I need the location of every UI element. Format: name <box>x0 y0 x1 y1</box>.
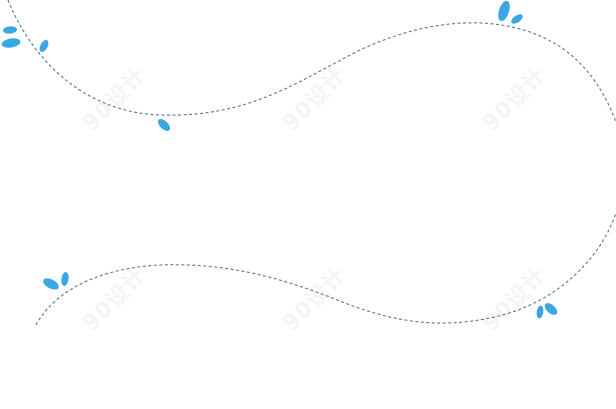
bottom-dashed-curve <box>35 212 616 326</box>
leaf-icon <box>61 272 69 286</box>
leaf-icon <box>157 118 171 132</box>
leaf-icon <box>511 14 523 24</box>
top-dashed-curve <box>7 0 616 123</box>
leaf-icon <box>536 305 544 319</box>
leaf-cluster-top-right <box>498 0 523 24</box>
leaf-cluster-bottom-left <box>43 272 69 290</box>
leaf-single-top <box>157 118 171 132</box>
leaf-icon <box>544 303 558 315</box>
leaf-cluster-top-left <box>1 26 49 52</box>
leaf-icon <box>1 38 21 48</box>
leaf-icon <box>43 278 59 290</box>
leaf-icon <box>39 40 49 52</box>
leaf-cluster-bottom-right <box>536 303 558 319</box>
leaf-icon <box>3 26 17 34</box>
leaf-icon <box>498 0 510 22</box>
